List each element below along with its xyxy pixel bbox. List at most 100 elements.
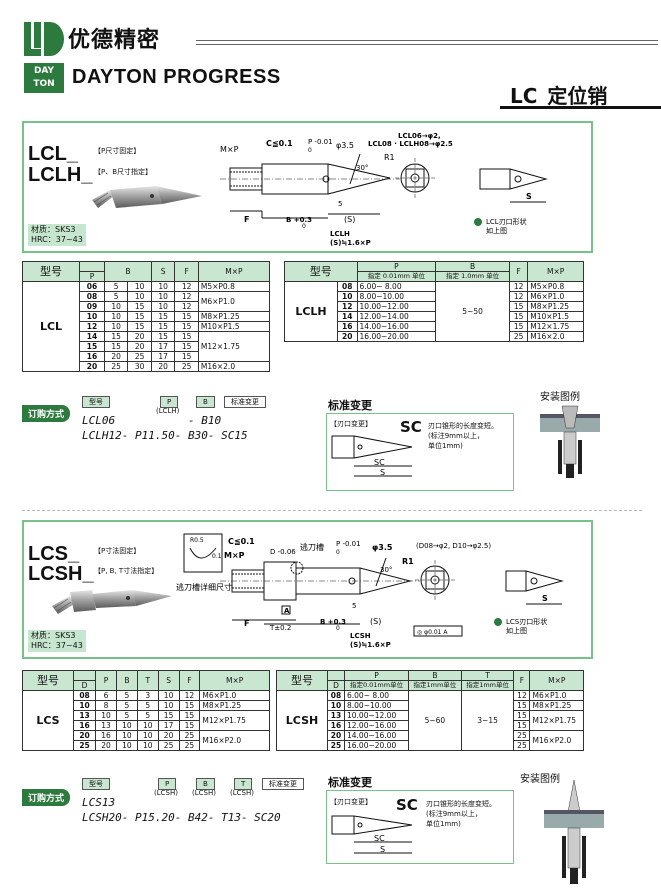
table-cell: 20 <box>103 351 129 362</box>
table-cell: 16 <box>337 321 358 332</box>
table-cell: 25 <box>513 740 531 751</box>
col-header: P <box>343 670 410 681</box>
dim-label: φ3.5 <box>336 141 354 150</box>
table-cell: 15 <box>127 321 152 332</box>
table-cell: 20 <box>150 361 176 372</box>
table-cell: 15 <box>513 720 531 731</box>
order-sub-note: (LCSH) <box>192 789 216 797</box>
dim-label: S <box>542 594 548 603</box>
hardness-text: HRC：37~43 <box>31 641 83 650</box>
table-cell: 25 <box>103 361 129 372</box>
order-field-model: 型号 <box>82 396 110 408</box>
table-cell: 15 <box>174 341 199 352</box>
std-change-desc: 刃口锥形的长度变短。 <box>428 422 498 430</box>
col-header: 型号 <box>284 261 358 282</box>
table-cell: M6×P1.0 <box>529 690 584 701</box>
table-cell: 10 <box>103 311 129 322</box>
material-spec: 材质：SKS3 HRC：37~43 <box>28 224 86 246</box>
table-cell: 14 <box>79 331 105 342</box>
table-cell: 10 <box>136 730 159 741</box>
info-icon <box>474 218 482 226</box>
table-cell: 10.00~12.00 <box>356 301 437 312</box>
order-sub-note: (LCSH) <box>230 789 254 797</box>
info-icon <box>494 618 502 626</box>
company-logo <box>24 22 64 56</box>
col-header <box>72 670 97 681</box>
product-code: LCSH_ <box>28 563 94 585</box>
table-cell: 12 <box>337 301 358 312</box>
col-header <box>79 261 105 272</box>
table-cell: 12 <box>174 301 199 312</box>
table-cell: 25 <box>174 361 199 372</box>
table-cell: 12 <box>513 690 531 701</box>
brand-name-en: DAYTON PROGRESS <box>72 66 281 88</box>
table-cell: 10 <box>72 700 97 711</box>
table-cell: M16×P2.0 <box>199 730 270 751</box>
table-cell: 10 <box>127 291 152 302</box>
table-cell: 10 <box>79 311 105 322</box>
edge-note: LCL刃口形状 <box>486 217 527 226</box>
table-cell: 15 <box>513 700 531 711</box>
order-method-tag: 订购方式 <box>22 789 71 806</box>
lcs-product-image <box>52 590 172 614</box>
jd-logo-icon <box>24 22 64 56</box>
std-change-desc: (标注9mm以上， <box>428 432 484 440</box>
col-header: M×P <box>197 261 271 282</box>
dim-label: 0 <box>302 223 306 230</box>
table-cell: 09 <box>79 301 105 312</box>
code-note: 【P、B尺寸指定】 <box>94 168 153 176</box>
table-cell: 15 <box>513 710 531 721</box>
col-header: 指定1mm单位 <box>460 680 515 691</box>
std-change-desc: 单位1mm) <box>426 820 461 828</box>
dim-label: S <box>380 845 385 854</box>
table-cell: 12 <box>508 281 529 292</box>
table-cell: 15 <box>174 321 199 332</box>
table-cell: 8.00~10.00 <box>356 291 437 302</box>
lcsh-spec-table: 型号 P B T F M×P D 指定0.01mm单位 指定1mm单位 指定1m… <box>276 670 584 751</box>
dim-label: 30° <box>380 566 392 574</box>
table-cell: 3~15 <box>460 690 515 751</box>
material-spec: 材质：SKS3 HRC：37~43 <box>28 630 86 652</box>
table-cell: 15 <box>127 311 152 322</box>
col-header: P <box>356 261 437 272</box>
table-cell: 20 <box>127 331 152 342</box>
order-example: LCS13 <box>82 796 116 809</box>
table-cell: 16.00~20.00 <box>343 740 410 751</box>
table-cell: 15 <box>174 331 199 342</box>
table-cell: M12×1.75 <box>197 331 271 362</box>
table-cell: 10 <box>150 281 176 292</box>
table-cell: 10 <box>157 690 180 701</box>
table-cell: 10 <box>150 291 176 302</box>
dayton-logo: DAY TON <box>24 63 64 93</box>
table-cell: 5 <box>136 700 159 711</box>
col-header: D <box>327 680 345 691</box>
table-cell: 20 <box>95 740 117 751</box>
col-header: P <box>95 670 117 691</box>
table-cell: M5×P0.8 <box>197 281 271 292</box>
table-cell: M10×P1.5 <box>527 311 584 322</box>
table-cell: 5~60 <box>408 690 462 751</box>
dim-label: φ3.5 <box>372 543 393 552</box>
dim-label: B +0.3 <box>320 618 346 626</box>
col-header: M×P <box>529 670 584 691</box>
model-cell: LCL <box>22 281 80 372</box>
install-label: 安装图例 <box>540 392 580 403</box>
table-cell: M10×P1.5 <box>197 321 271 332</box>
table-cell: 14.00~16.00 <box>343 730 410 741</box>
lcl-product-image <box>92 186 202 208</box>
table-cell: 10 <box>337 291 358 302</box>
dim-label: LCL08 · LCLH08→φ2.5 <box>368 140 453 148</box>
dim-label: 30° <box>356 164 368 172</box>
table-cell: 25 <box>508 331 529 342</box>
table-cell: 12 <box>174 281 199 292</box>
table-cell: 14 <box>337 311 358 322</box>
table-cell: 17 <box>150 341 176 352</box>
table-cell: 20 <box>127 341 152 352</box>
table-cell: 20 <box>79 361 105 372</box>
table-cell: 16 <box>72 720 97 731</box>
table-cell: 25 <box>72 740 97 751</box>
dayton-logo-text: DAY <box>33 66 55 76</box>
table-cell: 25 <box>178 740 201 751</box>
table-cell: 30 <box>127 361 152 372</box>
table-cell: 08 <box>79 291 105 302</box>
